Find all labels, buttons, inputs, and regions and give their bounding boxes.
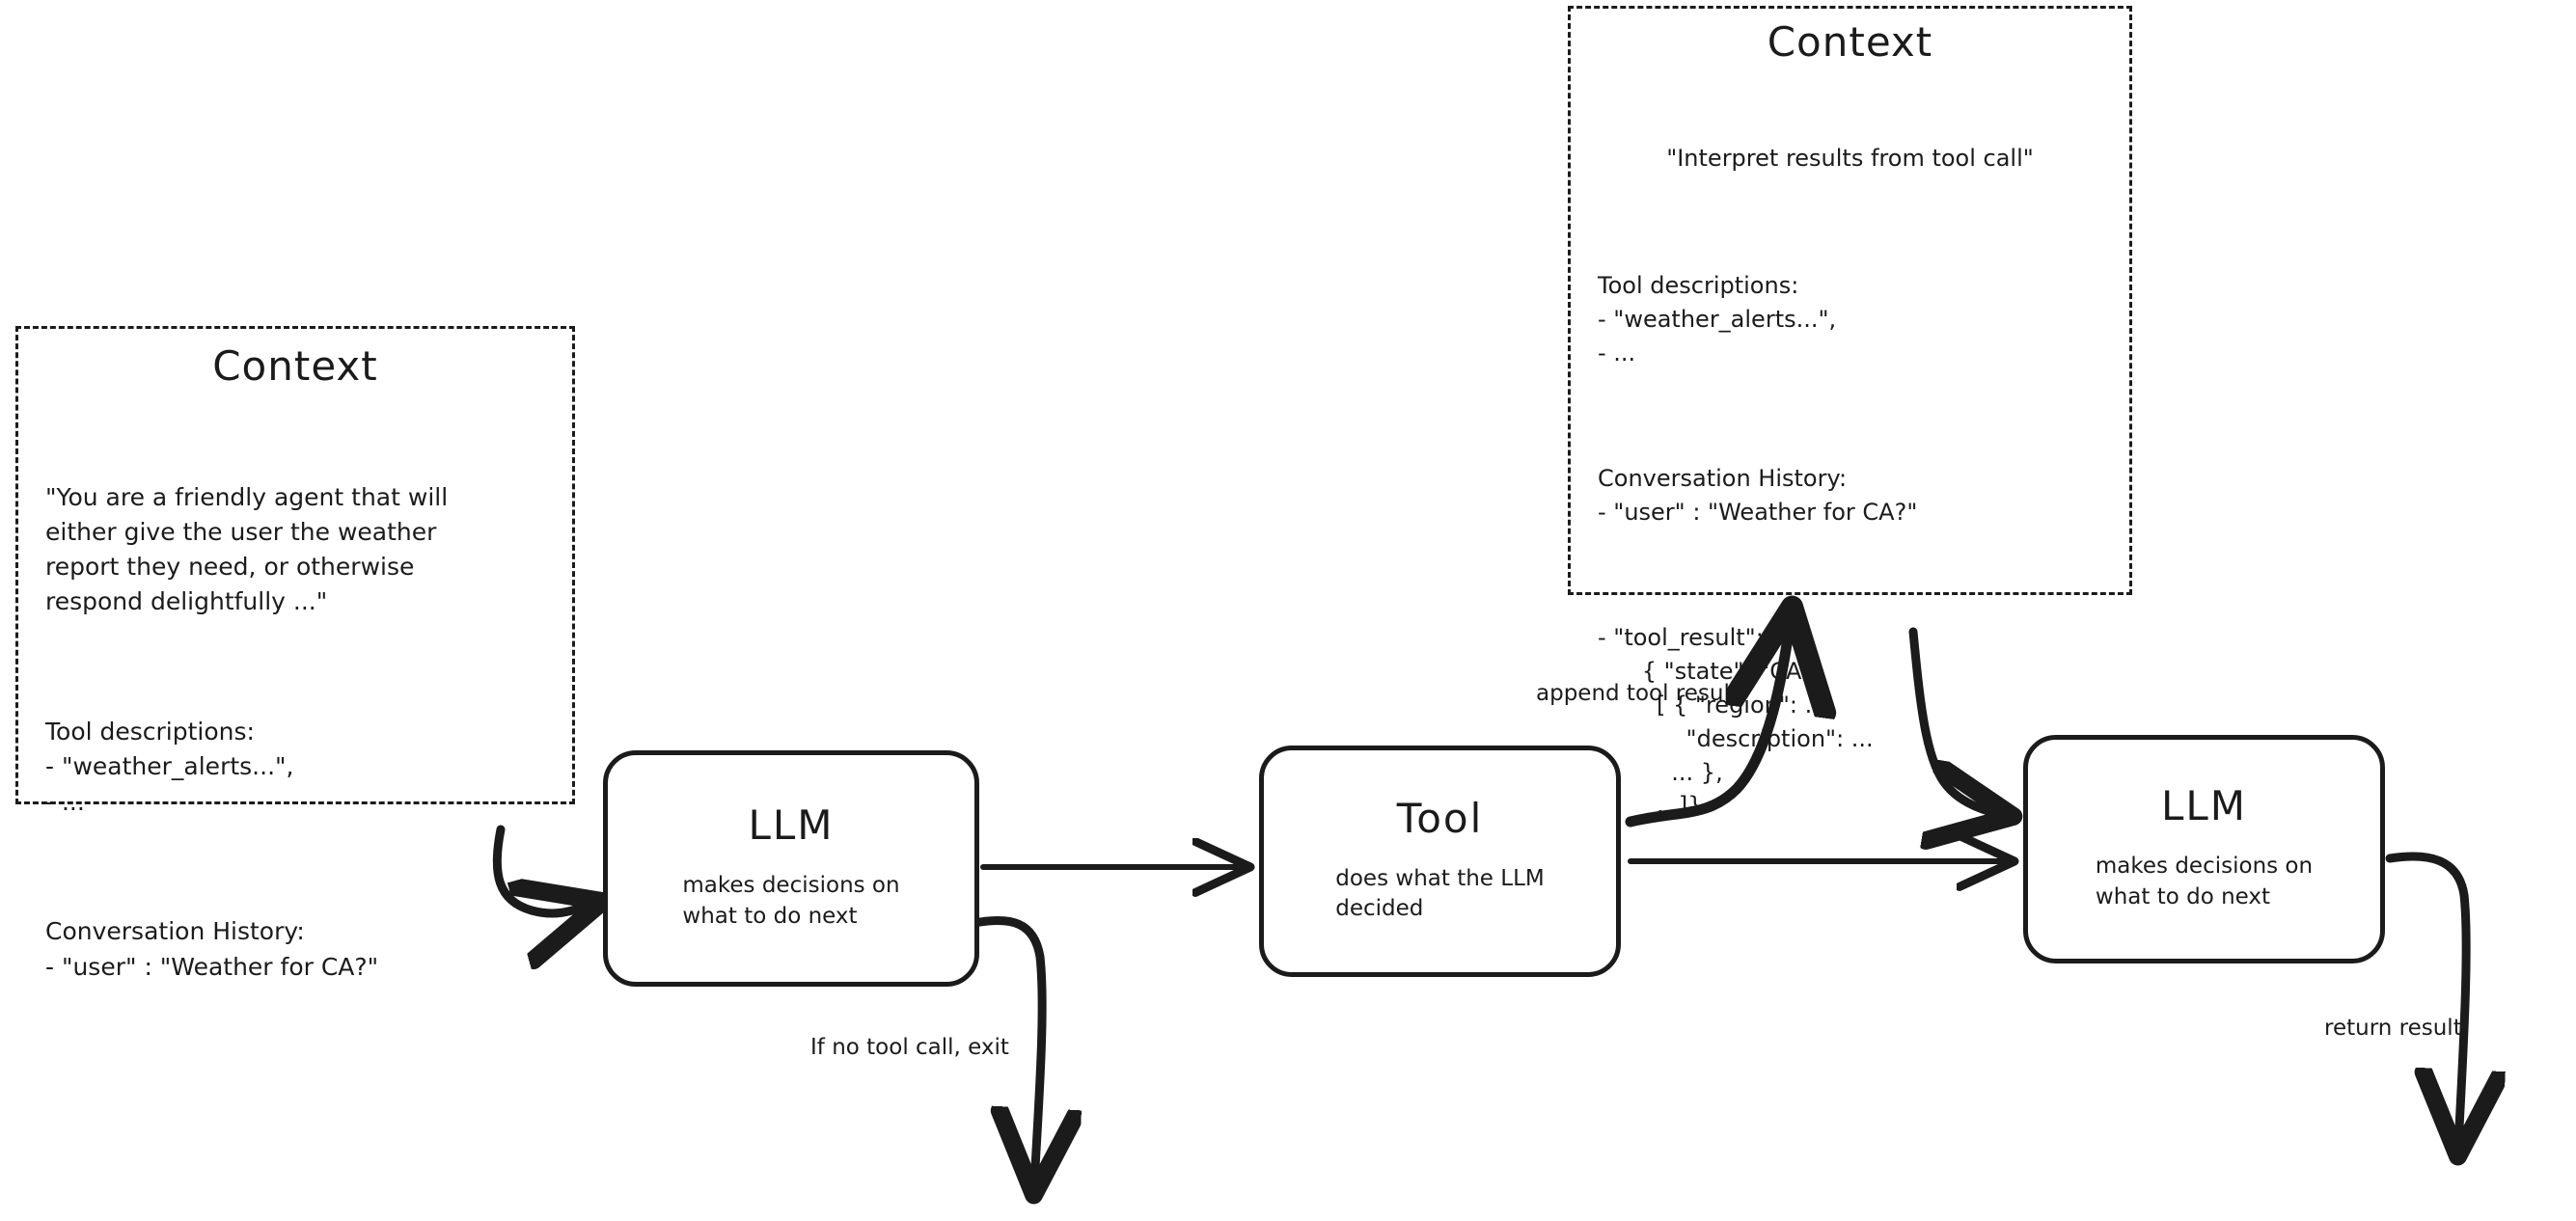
context-right-title: Context — [1767, 18, 1933, 66]
context-left-system-prompt: "You are a friendly agent that will eith… — [45, 482, 449, 616]
context-right-conversation-history: Conversation History: - "user" : "Weathe… — [1598, 465, 1918, 526]
context-right-body: "Interpret results from tool call" Tool … — [1571, 74, 2129, 900]
node-llm-first-subtitle: makes decisions on what to do next — [682, 873, 900, 929]
context-left-body: "You are a friendly agent that will eith… — [18, 410, 572, 1064]
node-tool[interactable]: Tool does what the LLM decided — [1259, 746, 1621, 977]
edge-label-if-no-tool-call-exit: If no tool call, exit — [810, 1035, 1009, 1060]
node-tool-subtitle: does what the LLM decided — [1335, 865, 1545, 921]
node-tool-title: Tool — [1396, 794, 1484, 842]
node-llm-second-subtitle: makes decisions on what to do next — [2095, 854, 2314, 909]
context-left-title: Context — [212, 342, 378, 390]
node-llm-second[interactable]: LLM makes decisions on what to do next — [2023, 735, 2385, 963]
context-right-tool-result: - "tool_result": { "state": "CA", [ { "r… — [1598, 624, 1874, 820]
edge-label-append-tool-result: append tool result — [1536, 681, 1739, 706]
context-right-tool-descriptions: Tool descriptions: - "weather_alerts..."… — [1598, 272, 1837, 366]
arrow-llm2-return — [2385, 852, 2466, 1148]
node-llm-second-title: LLM — [2160, 782, 2248, 830]
context-right-instruction: "Interpret results from tool call" — [1666, 144, 2034, 172]
node-llm-first-title: LLM — [748, 801, 835, 850]
context-left-conversation-history: Conversation History: - "user" : "Weathe… — [45, 917, 379, 981]
context-left-tool-descriptions: Tool descriptions: - "weather_alerts..."… — [45, 718, 294, 816]
edge-label-return-result: return result — [2324, 1016, 2462, 1041]
node-llm-first[interactable]: LLM makes decisions on what to do next — [603, 750, 979, 987]
context-box-initial: Context "You are a friendly agent that w… — [15, 326, 575, 981]
context-box-after-tool: Context "Interpret results from tool cal… — [1568, 6, 2132, 819]
